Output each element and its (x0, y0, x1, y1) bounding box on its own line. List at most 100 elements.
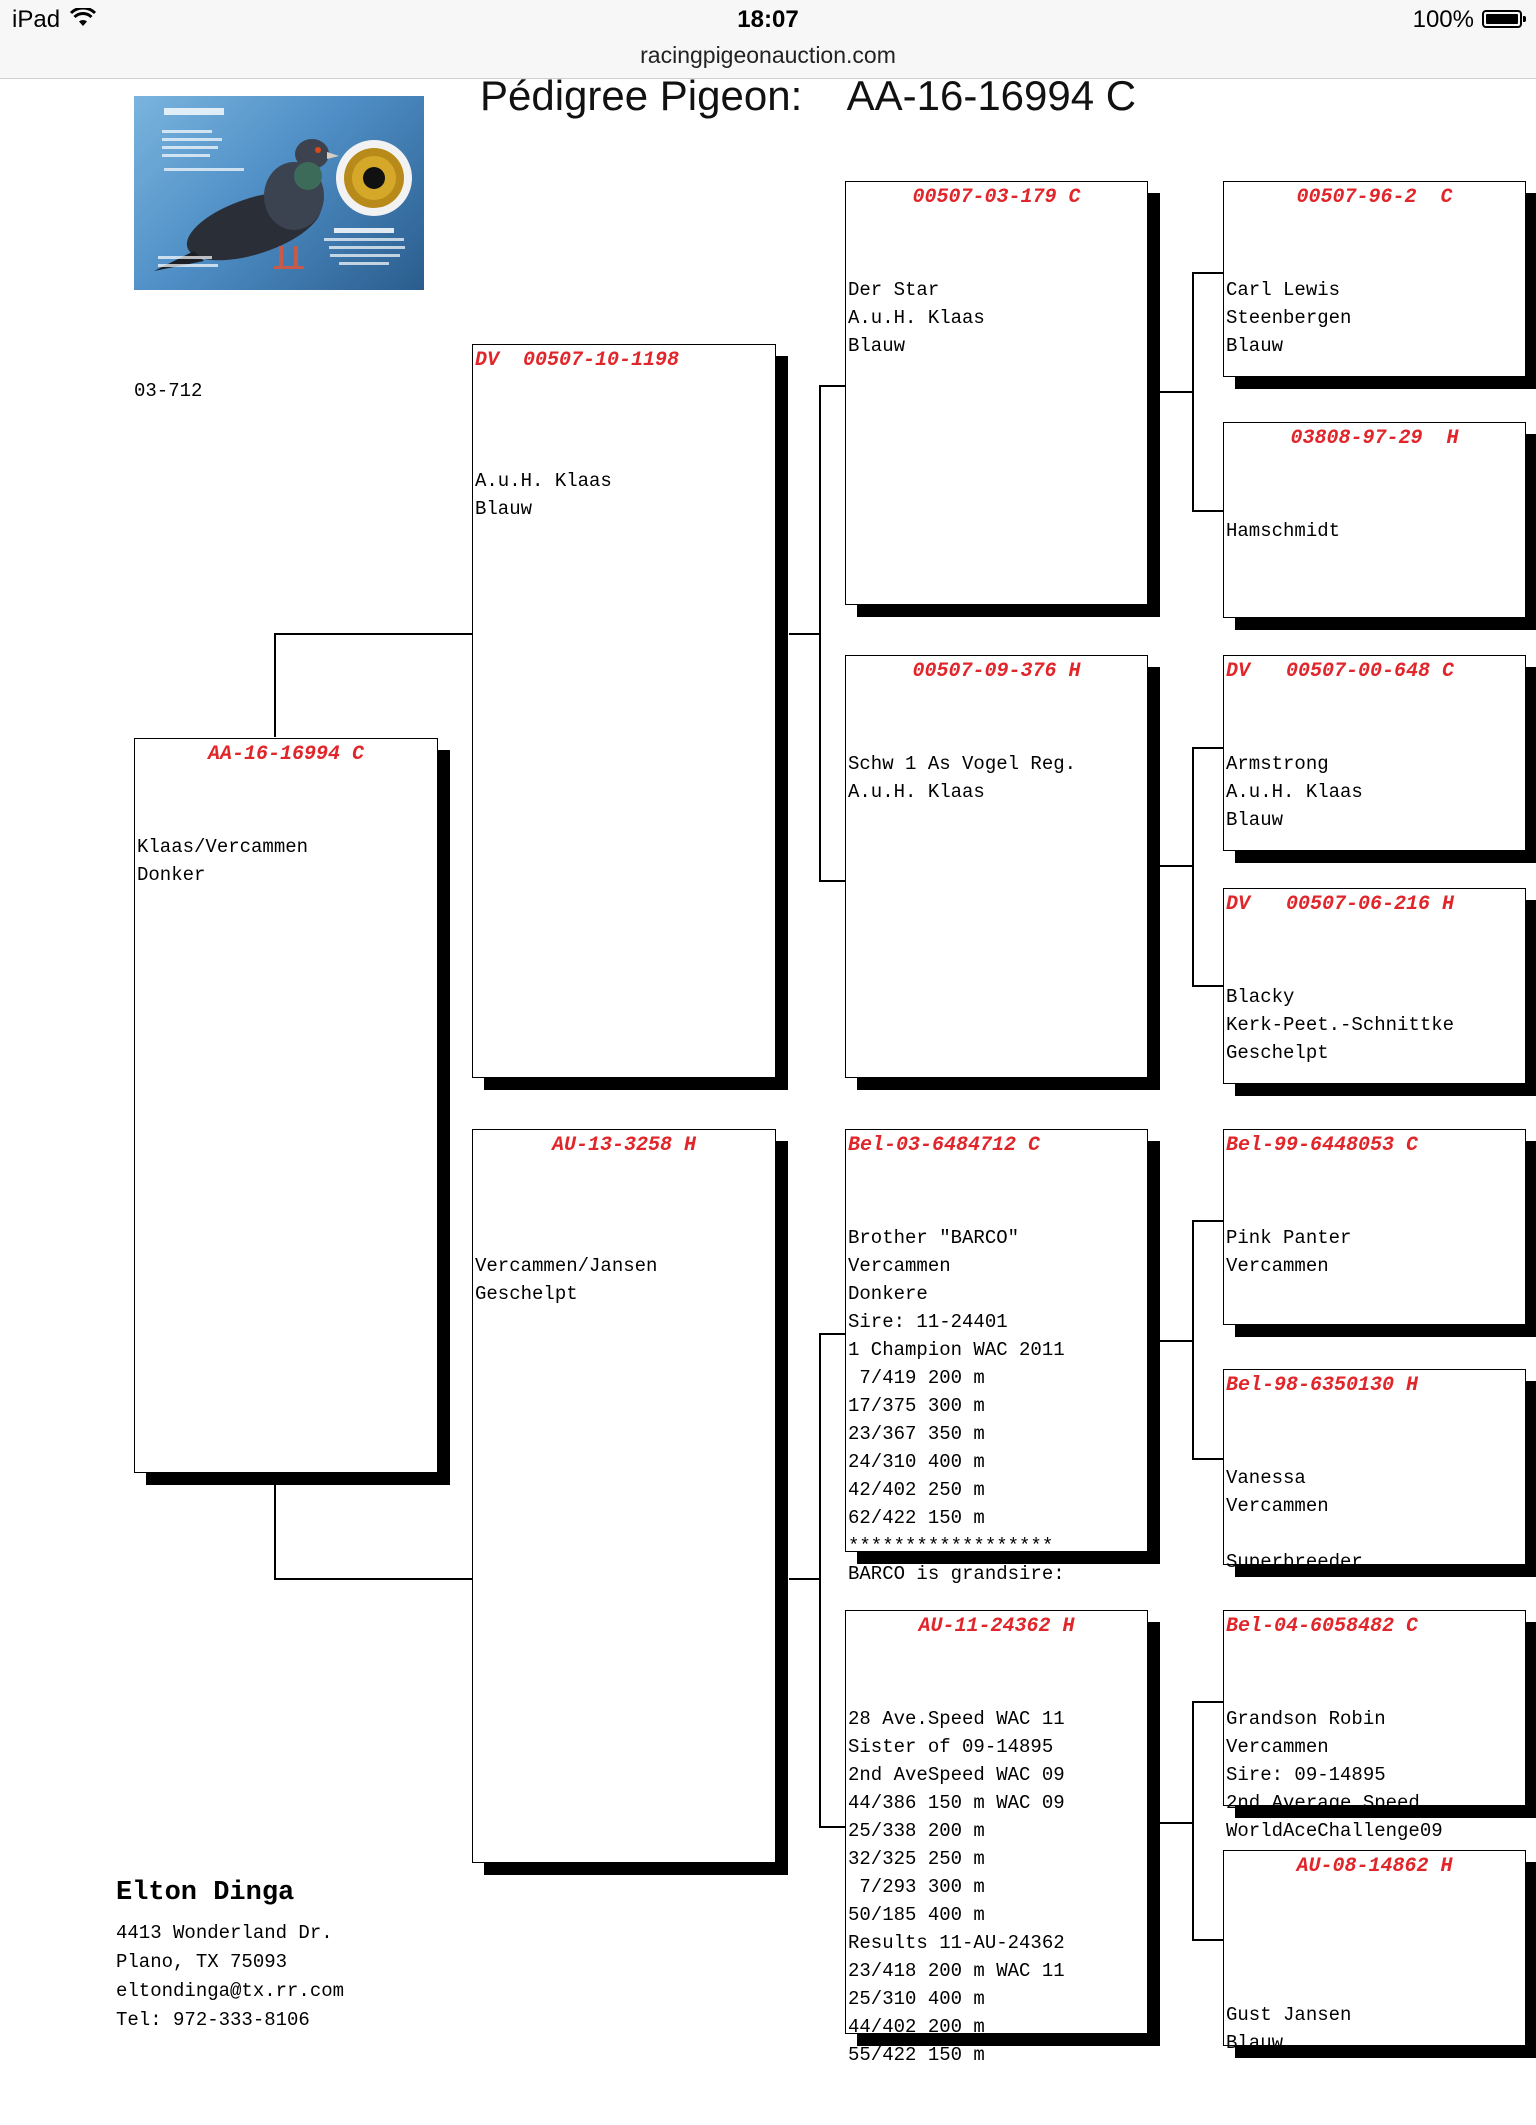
ring-number: 00507-09-376 H (912, 660, 1081, 683)
owner-address: 4413 Wonderland Dr. (116, 1922, 333, 1944)
address-bar[interactable]: racingpigeonauction.com (640, 42, 896, 68)
detail-line: Blauw (1226, 2032, 1284, 2054)
connector (1192, 1939, 1224, 1941)
detail-line: Blauw (1226, 809, 1284, 831)
ring-number: 00507-03-179 C (912, 186, 1081, 209)
pigeon-details: Hamschmidt (1226, 461, 1523, 601)
detail-line: Blacky (1226, 986, 1295, 1008)
detail-line: Brother "BARCO" (848, 1227, 1020, 1249)
detail-line: Vercammen (1226, 1736, 1329, 1758)
ring-number: Bel-99-6448053 C (1226, 1134, 1419, 1157)
pigeon-box-dam-sire[interactable]: Bel-03-6484712 C Brother "BARCO"Vercamme… (845, 1129, 1148, 1585)
owner-email[interactable]: eltondinga@tx.rr.com (116, 1980, 345, 2002)
owner-name: Elton Dinga (116, 1878, 295, 1908)
ring-number: AU-13-3258 H (551, 1134, 697, 1157)
detail-line: 44/402 200 m (848, 2016, 985, 2038)
connector (1192, 985, 1224, 987)
detail-line: 24/310 400 m (848, 1451, 985, 1473)
detail-line: Grandson Robin (1226, 1708, 1386, 1730)
connector (789, 633, 821, 635)
ring-number: Bel-98-6350130 H (1226, 1374, 1419, 1397)
pigeon-box-ssd[interactable]: 03808-97-29 H Hamschmidt (1223, 422, 1526, 618)
detail-line: Schw 1 As Vogel Reg. (848, 753, 1077, 775)
detail-line: A.u.H. Klaas (1226, 781, 1363, 803)
detail-line: 7/419 200 m (848, 1367, 985, 1389)
connector (1192, 1701, 1194, 1941)
detail-line: Sire: 09-14895 (1226, 1764, 1386, 1786)
detail-line: 1 Champion WAC 2011 (848, 1339, 1065, 1361)
detail-line: ****************** (848, 1535, 1054, 1557)
connector (1192, 747, 1194, 987)
detail-line: 32/325 250 m (848, 1848, 985, 1870)
detail-line: Gust Jansen (1226, 2004, 1352, 2026)
detail-line (475, 439, 773, 467)
connector (819, 385, 821, 882)
detail-line: Vercammen (1226, 1255, 1329, 1277)
detail-line: Donker (137, 864, 206, 886)
ring-number: AU-08-14862 H (1296, 1855, 1453, 1878)
reference-code: 03-712 (134, 380, 203, 402)
owner-phone[interactable]: Tel: 972-333-8106 (116, 2009, 310, 2031)
detail-line: 62/422 150 m (848, 1507, 985, 1529)
detail-line: 55/422 150 m (848, 2044, 985, 2066)
connector (1160, 1822, 1194, 1824)
ring-number: 00507-96-2 C (1296, 186, 1453, 209)
detail-line: Geschelpt (475, 1283, 578, 1305)
connector (819, 385, 845, 387)
detail-line: 50/185 400 m (848, 1904, 985, 1926)
detail-line: Blauw (848, 335, 906, 357)
detail-line: Steenbergen (1226, 307, 1352, 329)
detail-line: Vanessa (1226, 1467, 1306, 1489)
detail-line (1226, 1945, 1523, 1973)
detail-line: WorldAceChallenge09 (1226, 1820, 1443, 1842)
connector (819, 1826, 845, 1828)
connector (819, 1333, 821, 1828)
ring-number: 03808-97-29 H (1290, 427, 1459, 450)
pigeon-box-sire-dam[interactable]: 00507-09-376 H Schw 1 As Vogel Reg. A.u.H… (845, 655, 1148, 1078)
connector (1192, 272, 1224, 274)
ring-number: DV 00507-00-648 C (1226, 660, 1455, 683)
detail-line: A.u.H. Klaas (848, 781, 985, 803)
detail-line: 17/375 300 m (848, 1395, 985, 1417)
detail-line: 2nd Average Speed (1226, 1792, 1420, 1814)
status-bar: iPad 18:07 100% racingpigeonauction.com (0, 0, 1536, 79)
ring-number: AA-16-16994 C (207, 743, 365, 766)
battery-percent: 100% (1412, 6, 1474, 33)
detail-line: Geschelpt (1226, 1042, 1329, 1064)
detail-line: Pink Panter (1226, 1227, 1352, 1249)
detail-line: Klaas/Vercammen (137, 836, 309, 858)
connector (274, 1484, 276, 1580)
connector (1160, 865, 1194, 867)
connector (274, 1578, 472, 1580)
detail-line: A.u.H. Klaas (848, 307, 985, 329)
connector (789, 1578, 821, 1580)
connector (819, 1333, 845, 1335)
ring-number: Bel-04-6058482 C (1226, 1615, 1419, 1638)
connector (1192, 747, 1224, 749)
connector (1192, 1701, 1224, 1703)
detail-line: 7/293 300 m (848, 1876, 985, 1898)
connector (1192, 1220, 1224, 1222)
